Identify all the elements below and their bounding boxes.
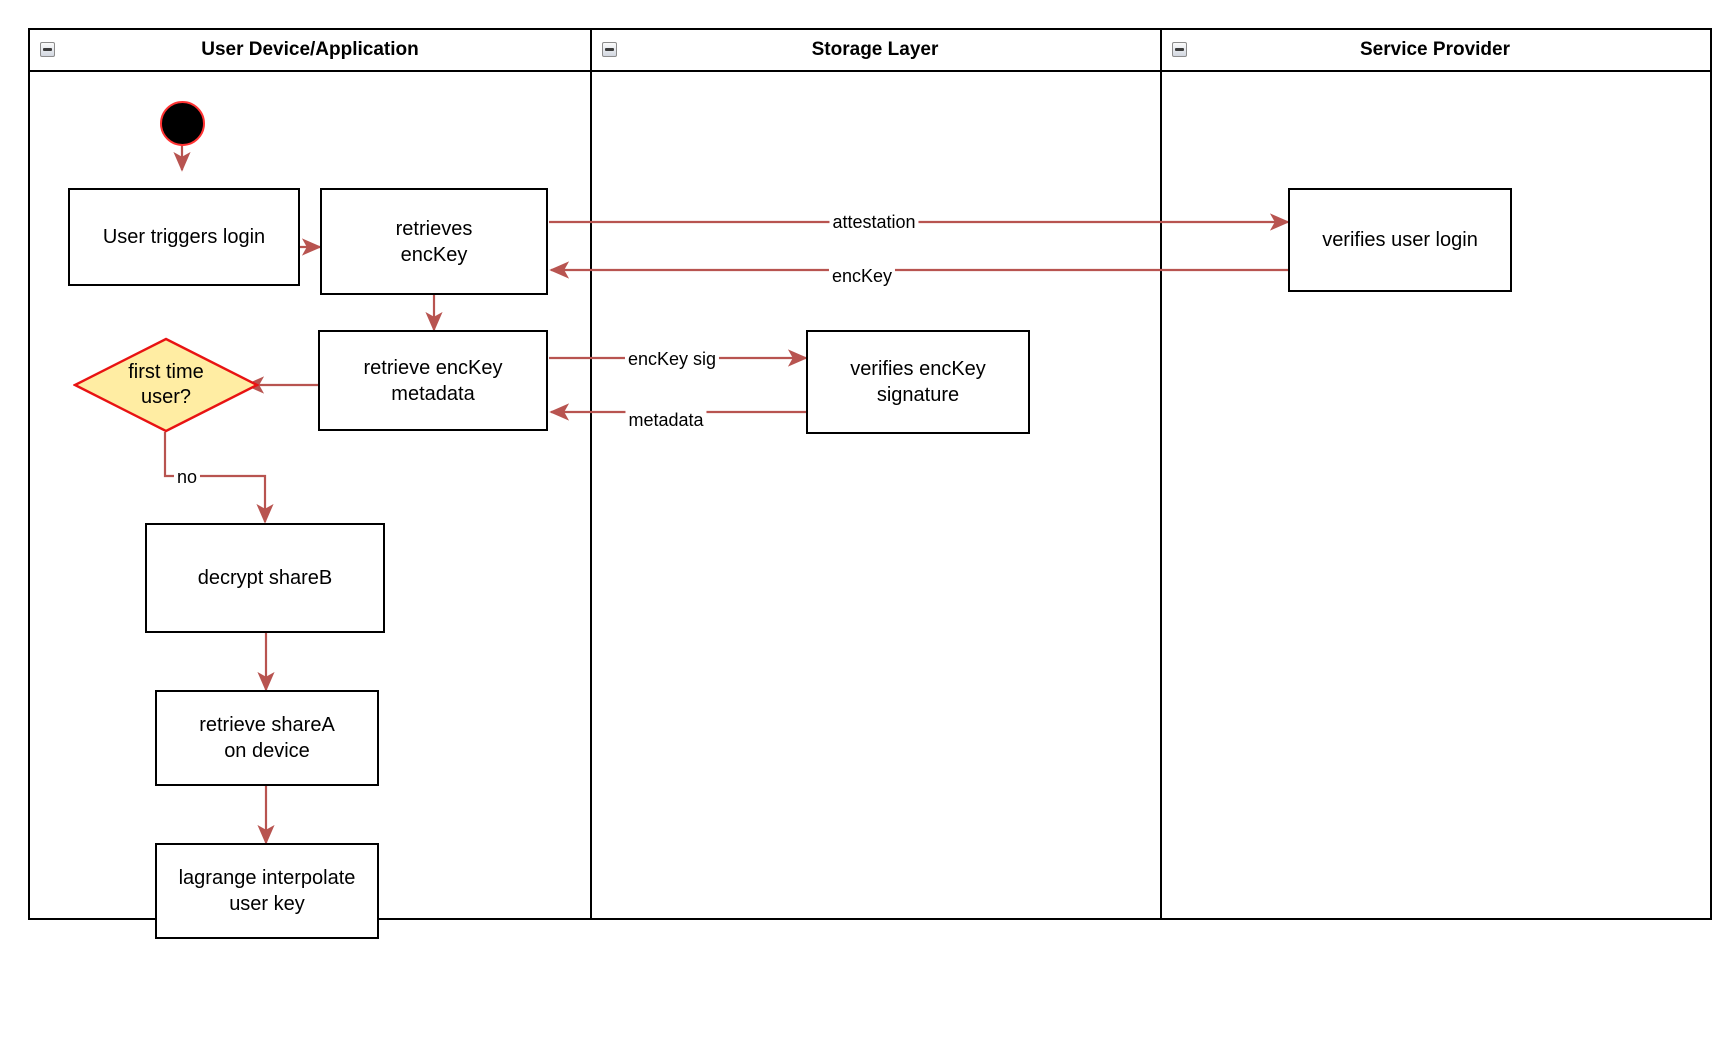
edge-label-enckey-sig: encKey sig (624, 349, 720, 369)
activity-retrieves-enckey[interactable]: retrieves encKey (320, 188, 548, 295)
minus-glyph (605, 48, 614, 51)
minus-glyph (1175, 48, 1184, 51)
activity-verifies-user-login[interactable]: verifies user login (1288, 188, 1512, 292)
activity-retrieve-sharea-on-device[interactable]: retrieve shareA on device (155, 690, 379, 786)
decision-first-time-user[interactable]: first time user? (73, 337, 259, 433)
collapse-icon-user-device[interactable] (40, 42, 55, 57)
lane-header-rule (30, 70, 1710, 72)
decision-label: first time user? (128, 361, 204, 408)
lane-divider-2 (1160, 30, 1162, 918)
lane-title-service-provider: Service Provider (1360, 39, 1510, 60)
lane-title-storage-layer: Storage Layer (811, 39, 939, 60)
activity-verifies-enckey-signature[interactable]: verifies encKey signature (806, 330, 1030, 434)
activity-lagrange-interpolate-user-key[interactable]: lagrange interpolate user key (155, 843, 379, 939)
edge-label-metadata: metadata (625, 410, 707, 430)
activity-user-triggers-login[interactable]: User triggers login (68, 188, 300, 286)
swimlane-pool: User Device/Application Storage Layer Se… (28, 28, 1712, 920)
activity-retrieve-enckey-metadata[interactable]: retrieve encKey metadata (318, 330, 548, 431)
edge-label-attestation: attestation (829, 212, 919, 232)
minus-glyph (43, 48, 52, 51)
edge-label-no: no (173, 467, 201, 487)
lane-title-user-device: User Device/Application (201, 39, 419, 60)
activity-decrypt-shareb[interactable]: decrypt shareB (145, 523, 385, 633)
collapse-icon-storage-layer[interactable] (602, 42, 617, 57)
decision-diamond-shape (73, 337, 259, 433)
collapse-icon-service-provider[interactable] (1172, 42, 1187, 57)
initial-node[interactable] (160, 101, 205, 146)
lane-divider-1 (590, 30, 592, 918)
edge-label-enckey: encKey (828, 266, 896, 286)
